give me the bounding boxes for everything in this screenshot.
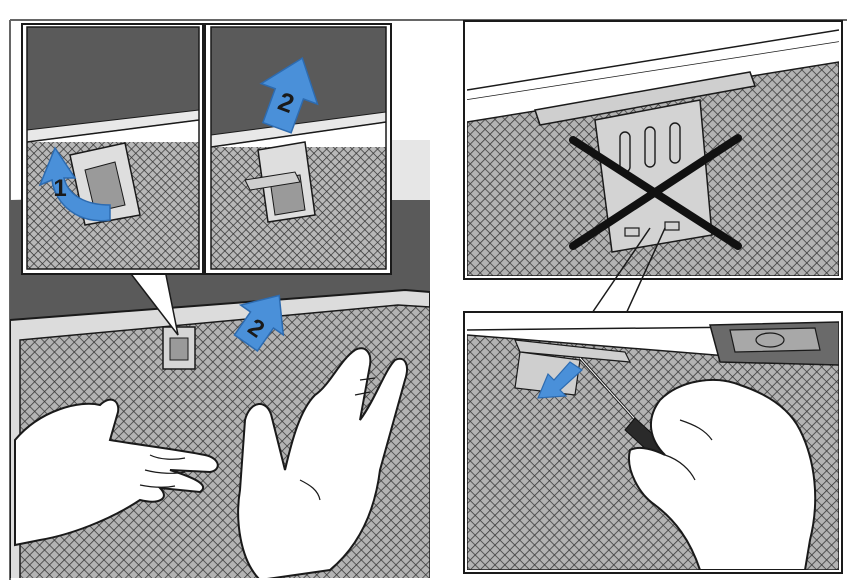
step-number: 1: [53, 175, 66, 202]
metal-clip: [595, 100, 712, 252]
